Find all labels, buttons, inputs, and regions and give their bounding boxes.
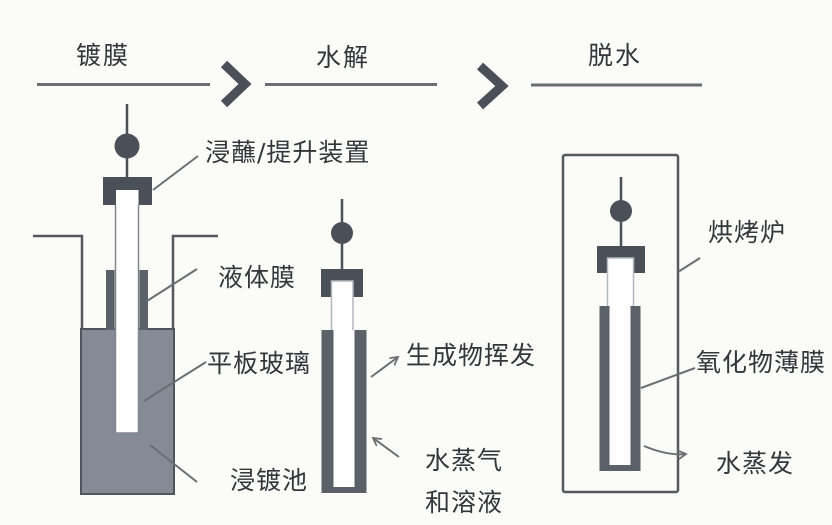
volatilize-arrow bbox=[370, 357, 398, 378]
holder-notch bbox=[116, 190, 139, 205]
dipper-label: 浸蘸/提升装置 bbox=[205, 138, 371, 167]
oxide-leader-line bbox=[640, 367, 696, 389]
tank-rim-left bbox=[33, 234, 84, 330]
vapor-arrow bbox=[373, 438, 400, 458]
hydrolysis-apparatus bbox=[321, 199, 400, 493]
coated-plate-core bbox=[333, 330, 355, 487]
tank-rim-right bbox=[171, 234, 218, 330]
water-vapor-label-line2: 和溶液 bbox=[425, 488, 504, 517]
lift-knob bbox=[331, 222, 353, 244]
evaporation-arrow bbox=[643, 445, 686, 454]
oven-leader-line bbox=[677, 257, 701, 273]
stage-title-coating: 镀膜 bbox=[76, 41, 131, 70]
coating-apparatus bbox=[33, 104, 218, 495]
liquid-film-leader-line bbox=[146, 268, 198, 302]
lift-knob bbox=[610, 200, 632, 222]
chevron-right-icon bbox=[476, 62, 509, 110]
volatilize-label: 生成物挥发 bbox=[406, 341, 537, 370]
water-vapor-label-line1: 水蒸气 bbox=[425, 446, 504, 475]
stage-title-hydrolysis: 水解 bbox=[316, 43, 371, 72]
oven-box bbox=[561, 153, 680, 494]
glass-plate bbox=[114, 189, 140, 434]
chevron-right-icon bbox=[220, 60, 252, 108]
glass-neck bbox=[330, 280, 354, 332]
tank-leader-line bbox=[149, 444, 198, 483]
glass-leader-line bbox=[143, 361, 207, 402]
dipper-leader-line bbox=[152, 155, 199, 191]
flow-header bbox=[37, 60, 702, 110]
flat-glass-label: 平板玻璃 bbox=[207, 349, 312, 378]
oven-label: 烘烤炉 bbox=[708, 218, 787, 247]
glass-neck bbox=[606, 257, 635, 308]
dehydration-apparatus bbox=[561, 153, 701, 494]
liquid-film-label: 液体膜 bbox=[218, 263, 297, 292]
water-vapor-label: 水蒸气 和溶液 bbox=[425, 440, 503, 524]
dip-tank-label: 浸镀池 bbox=[230, 466, 309, 495]
oxide-film-label: 氧化物薄膜 bbox=[696, 348, 827, 377]
stage-title-dehydration: 脱水 bbox=[588, 41, 643, 70]
oxide-coated-plate-core bbox=[609, 306, 631, 465]
liquid-film-shape bbox=[106, 270, 115, 330]
liquid-film-shape bbox=[139, 270, 148, 330]
lift-knob bbox=[114, 133, 140, 159]
water-evaporation-label: 水蒸发 bbox=[716, 449, 795, 478]
